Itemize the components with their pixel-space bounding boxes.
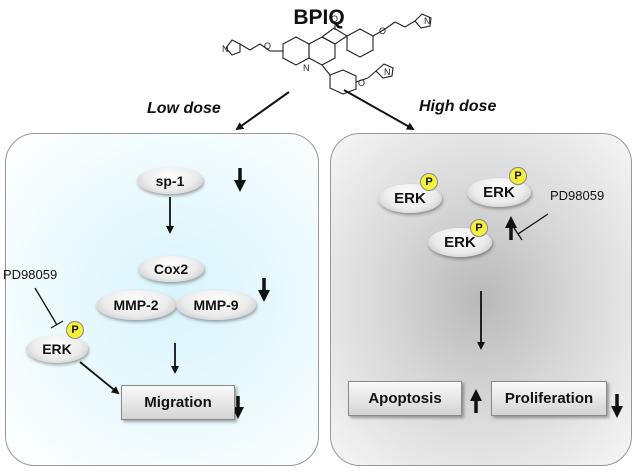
proliferation-box: Proliferation: [491, 381, 607, 416]
svg-text:O: O: [379, 26, 386, 36]
svg-text:O: O: [358, 78, 365, 88]
svg-text:O: O: [331, 14, 338, 24]
svg-text:N: N: [303, 63, 310, 73]
low-dose-label: Low dose: [147, 100, 221, 117]
migration-box: Migration: [121, 385, 235, 420]
inhibitor-label-low: PD98059: [3, 267, 58, 282]
inhibit-left: [34, 287, 58, 326]
apoptosis-box: Apoptosis: [348, 381, 462, 416]
inhibitor-label-high: PD98059: [550, 188, 605, 203]
arrow-erk-migration: [79, 361, 120, 395]
phospho-badge-high-3: P: [470, 219, 488, 237]
mmp9-node: MMP-9: [176, 290, 256, 320]
phospho-badge-low: P: [66, 321, 84, 339]
sp1-node: sp-1: [137, 167, 203, 194]
arrow-low-dose: [235, 91, 290, 131]
erk-node-low: ERK: [26, 335, 88, 363]
arrow-high-dose: [343, 89, 415, 130]
phospho-badge-high-1: P: [420, 173, 438, 191]
svg-text:O: O: [264, 41, 271, 51]
cox2-node: Cox2: [138, 256, 204, 282]
svg-text:N: N: [424, 16, 431, 26]
phospho-badge-high-2: P: [509, 167, 527, 185]
svg-text:N: N: [384, 67, 391, 77]
svg-text:N: N: [222, 44, 229, 54]
high-dose-label: High dose: [419, 98, 497, 115]
mmp2-node: MMP-2: [96, 290, 176, 320]
compound-title: BPIQ: [293, 6, 345, 29]
inhibit-right: [517, 213, 549, 235]
